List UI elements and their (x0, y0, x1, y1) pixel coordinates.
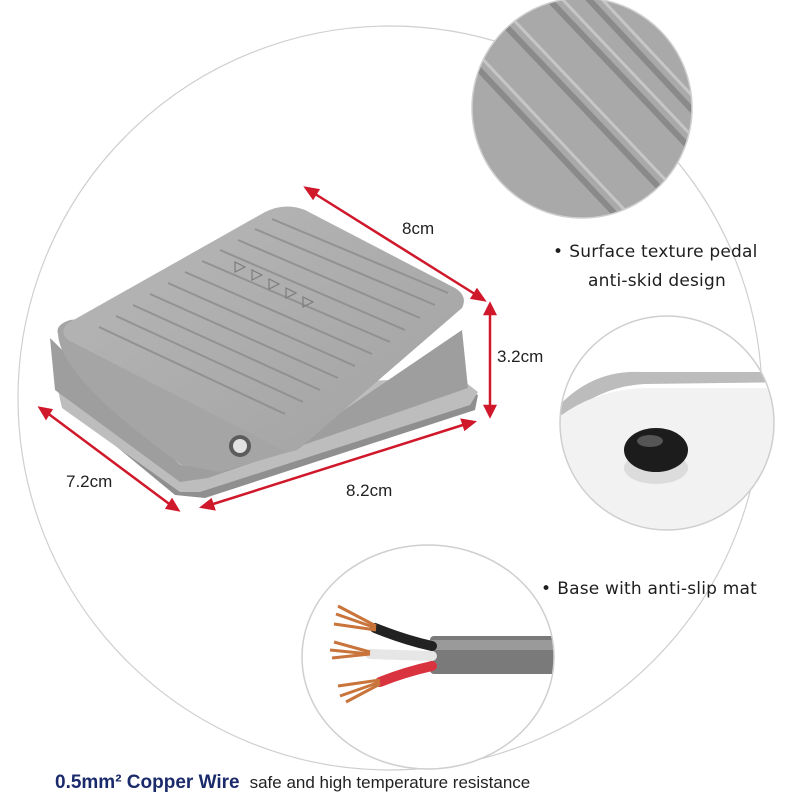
foot-pedal (50, 206, 478, 498)
zoom-surface-texture (471, 0, 693, 219)
wire-caption: 0.5mm² Copper Wire safe and high temperat… (55, 772, 530, 794)
feature-base-text: Base with anti-slip mat (557, 579, 757, 599)
bullet-mark: • (541, 579, 552, 599)
caption-description: safe and high temperature resistance (249, 773, 531, 792)
zoom-base-mat (559, 315, 775, 531)
feature-surface-line1: •Surface texture pedal (553, 242, 758, 262)
feature-base-line1: •Base with anti-slip mat (541, 579, 757, 599)
dimension-lines (37, 186, 498, 512)
dim-top-length: 8cm (402, 219, 435, 238)
dim-height: 3.2cm (497, 347, 544, 366)
dim-width: 7.2cm (66, 472, 113, 491)
zoom-copper-wire (301, 544, 555, 770)
dim-base-length: 8.2cm (346, 481, 393, 500)
feature-surface-line2: anti-skid design (588, 271, 726, 291)
feature-surface-text: Surface texture pedal (569, 242, 758, 262)
bullet-mark: • (553, 242, 564, 262)
caption-title: 0.5mm² Copper Wire (55, 772, 240, 793)
